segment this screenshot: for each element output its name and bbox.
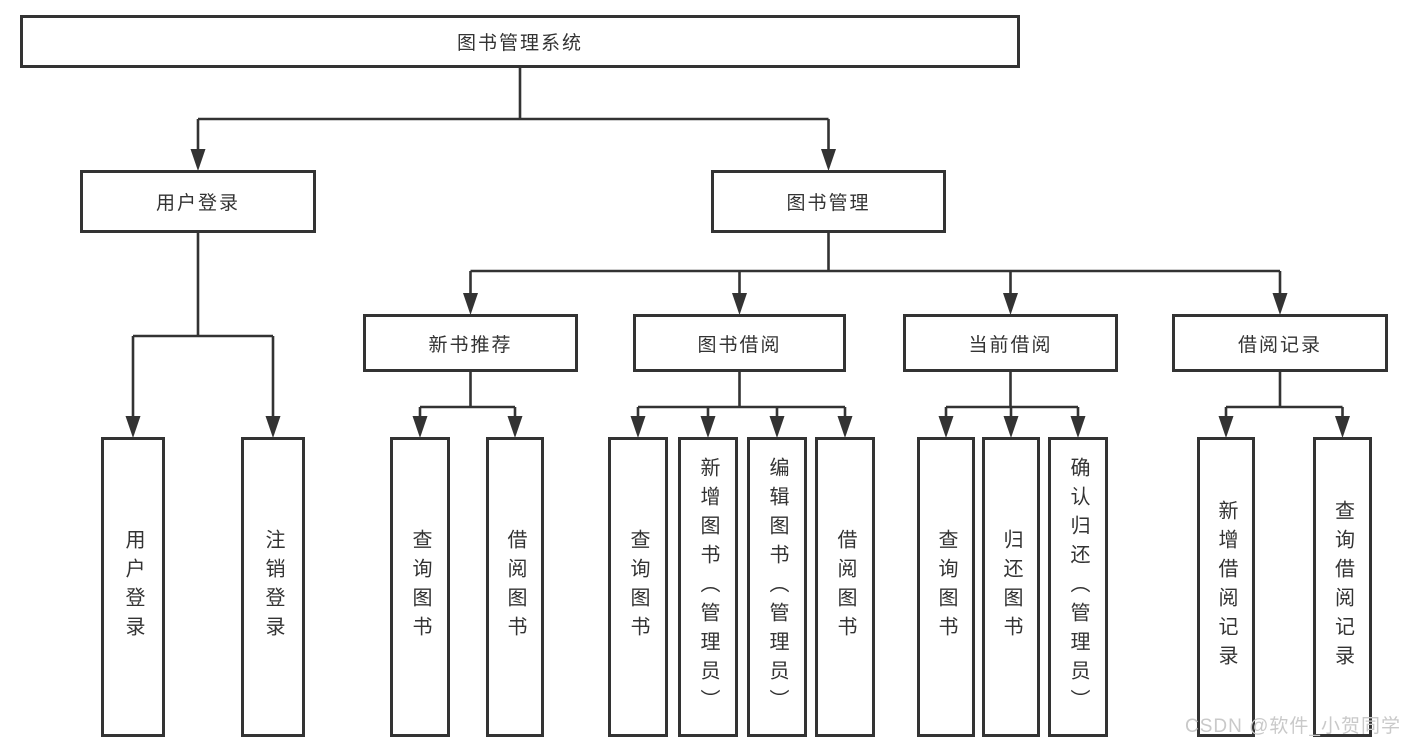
leaf-confirm-return-admin: 确认归还（管理员）: [1048, 437, 1108, 737]
leaf-borrow-books: 借阅图书: [486, 437, 544, 737]
leaf-query-borrow-record: 查询借阅记录: [1313, 437, 1372, 737]
leaf-query-books: 查询图书: [390, 437, 450, 737]
node-borrowing-records: 借阅记录: [1172, 314, 1388, 372]
leaf-query-books: 查询图书: [608, 437, 668, 737]
node-new-book-recommend: 新书推荐: [363, 314, 578, 372]
node-library-management-system: 图书管理系统: [20, 15, 1020, 68]
leaf-borrow-books: 借阅图书: [815, 437, 875, 737]
node-book-borrowing: 图书借阅: [633, 314, 846, 372]
csdn-watermark: CSDN @软件_小贺同学: [1185, 716, 1401, 737]
leaf-return-books: 归还图书: [982, 437, 1040, 737]
leaf-query-books: 查询图书: [917, 437, 975, 737]
leaf-add-borrow-record: 新增借阅记录: [1197, 437, 1255, 737]
leaf-logout-login: 注销登录: [241, 437, 305, 737]
leaf-edit-books-admin: 编辑图书（管理员）: [747, 437, 807, 737]
leaf-user-login: 用户登录: [101, 437, 165, 737]
node-current-borrowing: 当前借阅: [903, 314, 1118, 372]
node-book-management: 图书管理: [711, 170, 946, 233]
leaf-add-books-admin: 新增图书（管理员）: [678, 437, 738, 737]
node-user-login: 用户登录: [80, 170, 316, 233]
